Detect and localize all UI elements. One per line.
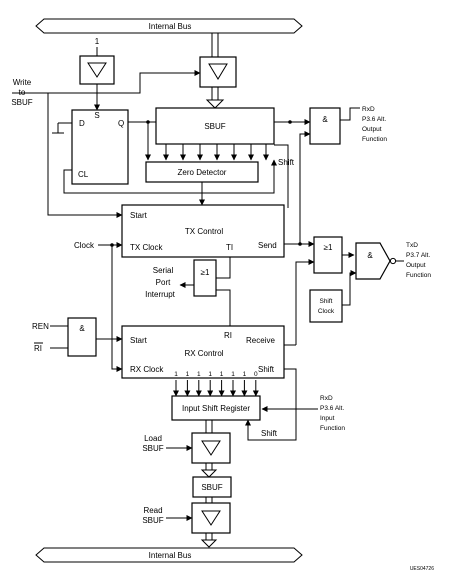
figure-id: UES04726 (410, 566, 434, 572)
ground-symbol (52, 122, 72, 134)
shift-clock-block: Shift Clock (309, 289, 343, 323)
svg-text:SBUF: SBUF (142, 444, 163, 453)
tx-clock-pin: TX Clock (130, 243, 163, 252)
txd-and-gate: & (355, 242, 397, 280)
rx-bit-label: 1 (220, 371, 224, 378)
tx-control: Start TX Control TX Clock TI Send (121, 204, 285, 258)
svg-text:Input: Input (320, 415, 335, 422)
rx-receive-pin: Receive (246, 336, 275, 345)
internal-bus-top-label: Internal Bus (149, 22, 192, 31)
svg-text:&: & (322, 115, 328, 124)
svg-text:SBUF: SBUF (142, 516, 163, 525)
sbuf-rx-to-read-connector (205, 497, 213, 503)
one-buffer (79, 55, 115, 85)
rx-bit-label: 1 (231, 371, 235, 378)
svg-text:Function: Function (320, 425, 345, 432)
svg-text:P3.6 Alt.: P3.6 Alt. (362, 116, 386, 123)
tx-start-pin: Start (130, 211, 148, 220)
svg-text:RI: RI (34, 344, 42, 353)
ren-input-label: REN (32, 322, 49, 331)
tx-send-pin: Send (258, 241, 277, 250)
rx-bit-label: 0 (254, 371, 258, 378)
svg-text:Output: Output (362, 126, 382, 133)
svg-text:Function: Function (406, 272, 431, 279)
internal-bus-top: Internal Bus (35, 18, 303, 34)
svg-text:RxD: RxD (320, 395, 333, 402)
svg-text:&: & (79, 324, 85, 333)
rxd-input-label: RxD P3.6 Alt. Input Function (320, 395, 345, 432)
svg-text:&: & (367, 251, 373, 260)
svg-text:Interrupt: Interrupt (145, 290, 176, 299)
load-buffer-to-sbuf-connector (200, 463, 218, 478)
shift-rx-label: Shift (261, 429, 278, 438)
svg-text:RxD: RxD (362, 106, 375, 113)
svg-text:Clock: Clock (318, 308, 335, 315)
rxd-output-and-gate: & (309, 107, 341, 145)
sbuf-load-buffer (199, 56, 237, 88)
sbuf-bit-arrows (163, 144, 269, 161)
svg-text:≥1: ≥1 (324, 243, 333, 252)
internal-bus-bottom-label: Internal Bus (149, 551, 192, 560)
ff-q-pin: Q (118, 119, 124, 128)
buffer-to-sbuf-connector (205, 87, 225, 109)
rx-bit-label: 1 (208, 371, 212, 378)
rx-start-pin: Start (130, 336, 148, 345)
rx-clock-pin: RX Clock (130, 365, 164, 374)
rx-control: Start RI Receive RX Control RX Clock Shi… (121, 325, 285, 379)
tx-ti-pin: TI (226, 243, 233, 252)
zero-detector-label: Zero Detector (178, 168, 227, 177)
logic-one-label: 1 (95, 37, 100, 46)
clock-label: Clock (74, 241, 95, 250)
rx-bit-label: 1 (197, 371, 201, 378)
tx-control-title: TX Control (185, 227, 223, 236)
read-sbuf-label: Read SBUF (142, 506, 163, 525)
interrupt-or-gate: ≥1 (193, 259, 217, 297)
svg-text:P3.6 Alt.: P3.6 Alt. (320, 405, 344, 412)
load-sbuf-label: Load SBUF (142, 434, 163, 453)
sbuf-rx-label: SBUF (201, 483, 222, 492)
ff-cl-pin: CL (78, 170, 89, 179)
svg-text:Function: Function (362, 136, 387, 143)
rx-bit-label: 1 (243, 371, 247, 378)
rx-control-title: RX Control (184, 349, 223, 358)
zero-detector: Zero Detector (145, 161, 259, 183)
shift-tx-label: Shift (278, 158, 295, 167)
sbuf-rx-register: SBUF (192, 476, 232, 498)
input-shift-register: Input Shift Register (171, 395, 261, 421)
rx-bit-label: 1 (186, 371, 190, 378)
svg-text:Read: Read (143, 506, 162, 515)
svg-text:TxD: TxD (406, 242, 418, 249)
svg-text:Output: Output (406, 262, 426, 269)
rxd-output-label: RxD P3.6 Alt. Output Function (362, 106, 387, 143)
rx-shift-pin: Shift (258, 365, 275, 374)
read-sbuf-buffer (191, 502, 231, 534)
svg-text:Port: Port (156, 278, 171, 287)
svg-text:Write: Write (13, 78, 32, 87)
txd-or-gate: ≥1 (313, 236, 343, 274)
ff-d-pin: D (79, 119, 85, 128)
svg-text:Shift: Shift (319, 298, 332, 305)
shift-register-to-sbuf-connector (205, 420, 213, 433)
svg-text:P3.7 Alt.: P3.7 Alt. (406, 252, 430, 259)
txd-output-label: TxD P3.7 Alt. Output Function (406, 242, 431, 279)
rx-bit-label: 1 (174, 371, 178, 378)
svg-text:SBUF: SBUF (11, 98, 32, 107)
rx-ri-pin: RI (224, 331, 232, 340)
input-shift-register-label: Input Shift Register (182, 404, 250, 413)
svg-text:≥1: ≥1 (201, 268, 210, 277)
read-buffer-to-bus-connector (200, 533, 218, 548)
svg-text:Load: Load (144, 434, 162, 443)
flip-flop: D S Q CL (71, 109, 129, 185)
svg-text:Serial: Serial (153, 266, 174, 275)
internal-bus-bottom: Internal Bus (35, 547, 303, 563)
load-sbuf-buffer (191, 432, 231, 464)
sbuf-tx-register: SBUF (155, 107, 275, 145)
serial-port-interrupt-label: Serial Port Interrupt (145, 266, 176, 299)
ri-input-label: RI (34, 342, 43, 353)
receive-enable-and-gate: & (67, 317, 97, 357)
sbuf-tx-label: SBUF (204, 122, 225, 131)
ff-s-pin: S (94, 111, 99, 120)
